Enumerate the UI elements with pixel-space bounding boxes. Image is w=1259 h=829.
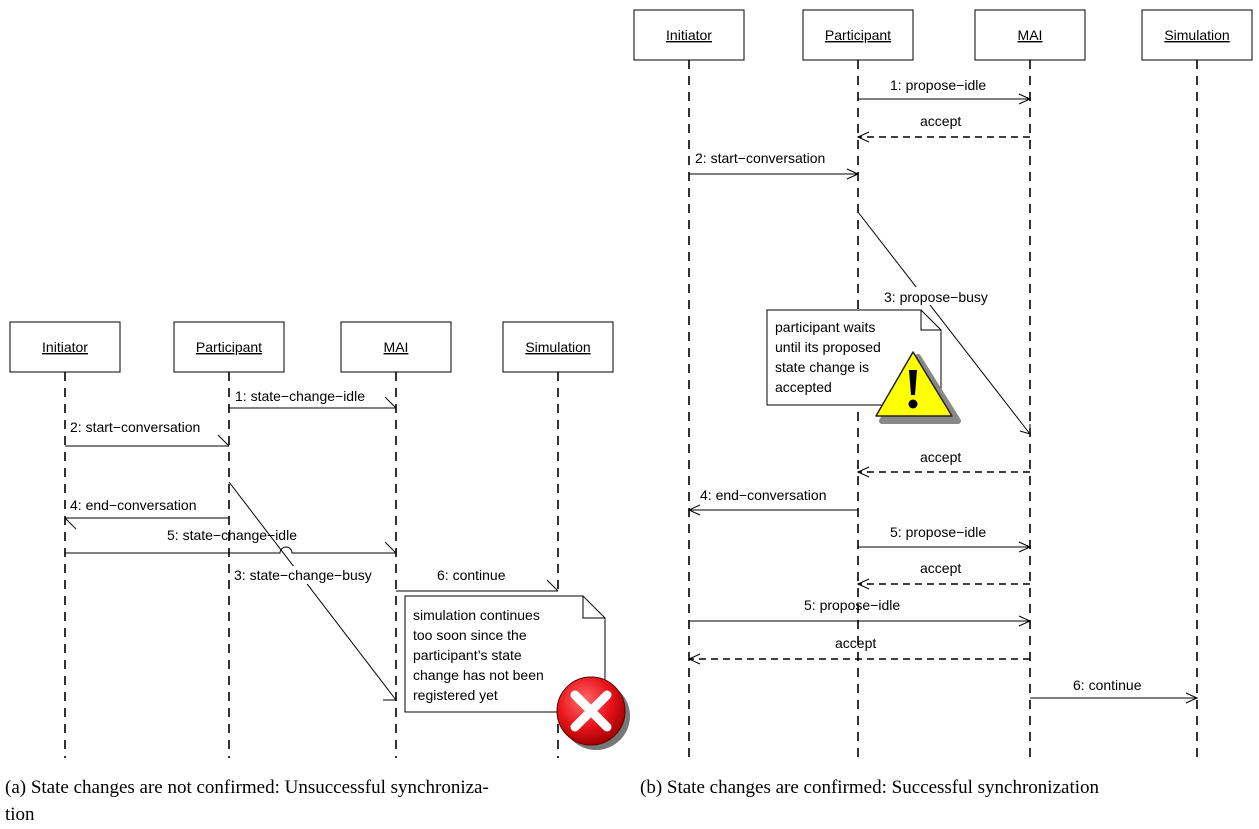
lifeline-label: Initiator xyxy=(666,27,712,43)
lifeline-a-initiator: Initiator xyxy=(9,321,121,758)
message-label: 1: propose−idle xyxy=(890,77,986,93)
message-label: 5: propose−idle xyxy=(890,524,986,540)
warning-icon xyxy=(875,351,961,424)
lifeline-b-participant: Participant xyxy=(802,9,914,758)
message-b-5a: 5: propose−idle xyxy=(858,524,1032,553)
note-line: state change is xyxy=(775,359,869,375)
note-line: participant waits xyxy=(775,319,875,335)
caption-b: (b) State changes are confirmed: Success… xyxy=(640,777,1100,798)
message-label: accept xyxy=(835,635,876,651)
note-line: too soon since the xyxy=(413,627,527,643)
lifeline-label: MAI xyxy=(1018,27,1043,43)
message-b-4: 4: end−conversation xyxy=(687,487,858,516)
message-label: 6: continue xyxy=(437,567,506,583)
message-a-4: 4: end−conversation xyxy=(64,497,229,530)
note-line: accepted xyxy=(775,379,832,395)
caption-line: (a) State changes are not confirmed: Uns… xyxy=(5,777,489,798)
reply-b-3: accept xyxy=(856,449,1030,478)
message-b-5b: 5: propose−idle xyxy=(689,597,1032,627)
lifeline-label: Participant xyxy=(196,339,262,355)
note-line: until its proposed xyxy=(775,339,881,355)
message-label: accept xyxy=(920,449,961,465)
lifeline-label: Simulation xyxy=(1164,27,1229,43)
lifeline-label: Simulation xyxy=(525,339,590,355)
note-line: change has not been xyxy=(413,667,544,683)
message-label: 2: start−conversation xyxy=(695,150,825,166)
caption-a: (a) State changes are not confirmed: Uns… xyxy=(5,777,489,825)
error-x-icon xyxy=(556,676,630,750)
message-a-5: 5: state−change−idle xyxy=(65,527,397,554)
message-label: 6: continue xyxy=(1073,677,1142,693)
message-label: accept xyxy=(920,560,961,576)
lifeline-a-mai: MAI xyxy=(340,321,452,758)
lifeline-b-mai: MAI xyxy=(974,9,1086,758)
lifeline-b-simulation: Simulation xyxy=(1141,9,1253,758)
message-label: 4: end−conversation xyxy=(700,487,826,503)
message-a-2: 2: start−conversation xyxy=(65,419,230,447)
message-label: 5: state−change−idle xyxy=(167,527,297,543)
message-b-1: 1: propose−idle xyxy=(858,77,1032,105)
message-a-1: 1: state−change−idle xyxy=(229,388,397,409)
message-label: 3: propose−busy xyxy=(884,289,988,305)
message-b-6: 6: continue xyxy=(1030,677,1199,704)
message-a-3: 3: state−change−busy xyxy=(228,481,397,701)
lifeline-label: MAI xyxy=(384,339,409,355)
message-a-6: 6: continue xyxy=(396,567,559,592)
caption-line: tion xyxy=(5,804,35,825)
lifeline-label: Participant xyxy=(825,27,891,43)
diagram-a: Initiator Participant MAI Simulation 1: … xyxy=(5,321,630,825)
note-line: participant’s state xyxy=(413,647,522,663)
reply-b-5b: accept xyxy=(687,635,1030,665)
note-line: simulation continues xyxy=(413,607,540,623)
message-label: 4: end−conversation xyxy=(70,497,196,513)
message-label: 5: propose−idle xyxy=(804,597,900,613)
message-label: 2: start−conversation xyxy=(70,419,200,435)
message-label: 1: state−change−idle xyxy=(235,388,365,404)
note-line: registered yet xyxy=(413,687,498,703)
reply-b-1: accept xyxy=(856,113,1030,143)
lifeline-b-initiator: Initiator xyxy=(633,9,745,758)
message-label: 3: state−change−busy xyxy=(234,567,372,583)
lifeline-label: Initiator xyxy=(42,339,88,355)
message-label: accept xyxy=(920,113,961,129)
caption-line: (b) State changes are confirmed: Success… xyxy=(640,777,1100,798)
message-b-3: 3: propose−busy xyxy=(857,211,1031,435)
message-b-2: 2: start−conversation xyxy=(689,150,860,180)
diagram-b: Initiator Participant MAI Simulation 1: … xyxy=(633,9,1253,798)
reply-b-5a: accept xyxy=(856,560,1030,590)
note-a: simulation continues too soon since the … xyxy=(404,595,606,713)
lifeline-a-participant: Participant xyxy=(173,321,285,758)
